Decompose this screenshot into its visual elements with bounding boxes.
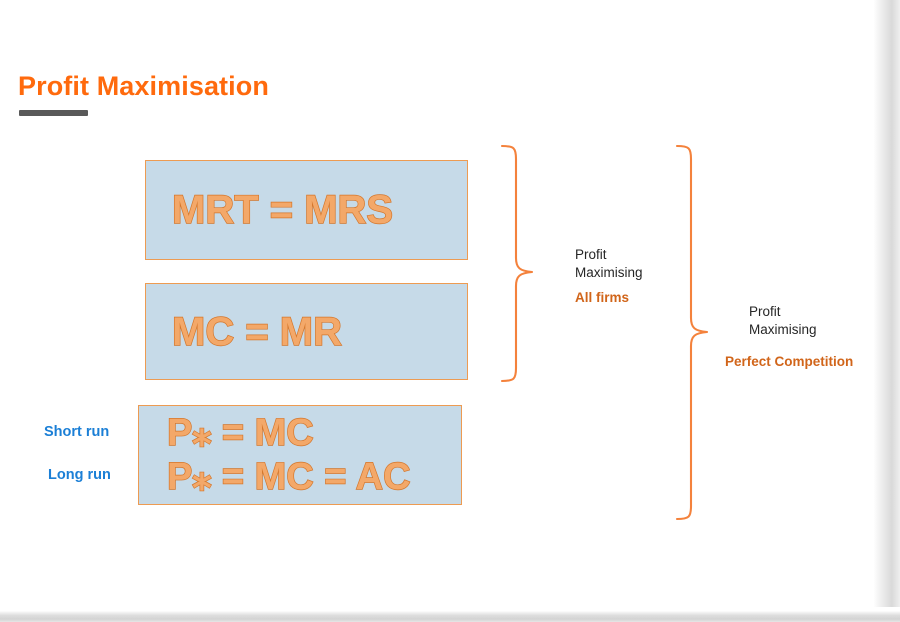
annotation-perfect-competition-accent: Perfect Competition [725, 354, 854, 370]
annotation-perfect-competition: Profit Maximising Perfect Competition [725, 303, 853, 372]
annotation-perfect-competition-line-2: Maximising [749, 322, 817, 338]
formula-text-long-run: P⁎ = MC = AC [166, 456, 411, 498]
title-underline-rule [19, 110, 88, 116]
formula-box-mc-mr: MC = MR [145, 283, 468, 380]
formula-text-mc-mr: MC = MR [171, 309, 342, 354]
label-short-run: Short run [44, 424, 110, 440]
annotation-perfect-competition-line-1: Profit [749, 304, 781, 319]
label-long-run: Long run [48, 467, 111, 483]
formula-box-mrt-mrs: MRT = MRS [145, 160, 468, 260]
curly-brace-perfect-competition [675, 144, 709, 521]
formula-box-price-equals-mc: P⁎ = MC P⁎ = MC = AC [138, 405, 462, 505]
page-title: Profit Maximisation [18, 71, 269, 101]
formula-text-short-run: P⁎ = MC [166, 412, 314, 454]
annotation-all-firms-accent: All firms [575, 290, 630, 306]
page-edge-shadow-bottom [0, 607, 900, 622]
annotation-all-firms-line-1: Profit [575, 247, 607, 262]
page-edge-shadow-right [862, 0, 900, 614]
annotation-all-firms-line-2: Maximising [575, 265, 643, 281]
curly-brace-all-firms [500, 144, 534, 383]
annotation-all-firms: Profit Maximising All firms [575, 246, 643, 308]
formula-text-mrt-mrs: MRT = MRS [171, 188, 394, 232]
